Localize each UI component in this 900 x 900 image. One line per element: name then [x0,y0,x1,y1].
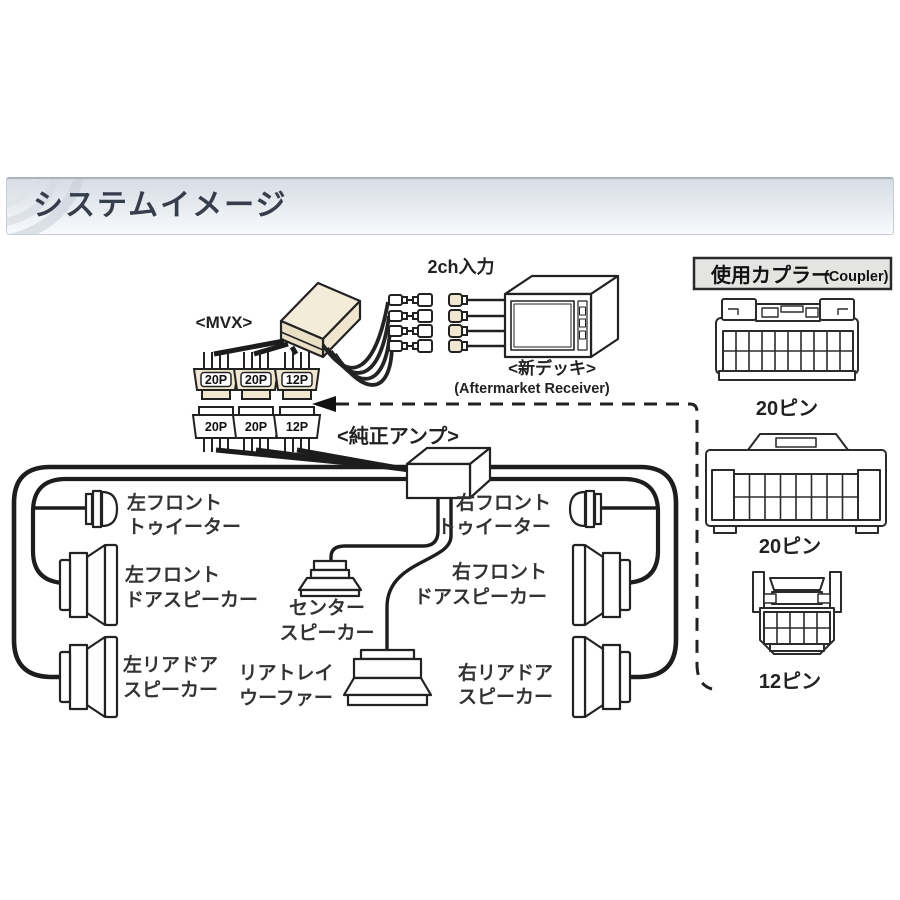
connector-row2-20p-a: 20P [191,406,241,452]
svg-text:スピーカー: スピーカー [458,686,553,708]
coupler-20pin-b [705,433,887,534]
aftermarket-receiver [503,274,620,359]
left-front-tweeter-icon [84,489,119,529]
rear-tray-woofer-icon [342,648,433,707]
right-front-tweeter-icon [568,489,603,529]
label-center-speaker: センター [289,597,365,619]
label-left-front-tweeter: 左フロント [127,491,222,514]
connector-label: 12P [286,420,308,434]
wire-inner-right [455,476,661,586]
connector-label: 20P [205,420,227,434]
speaker-labels: 左フロント トゥイーター 左フロント ドアスピーカー 左リアドア スピーカー セ… [123,491,553,709]
left-rear-door-speaker-icon [58,635,119,719]
mvx-harness [213,338,299,357]
connector-label: 20P [245,373,267,387]
receiver-sublabel: (Aftermarket Receiver) [454,381,610,397]
wave-decoration-icon [7,179,85,234]
label-right-front-door: 右フロント [451,560,547,583]
label-right-rear-door: 右リアドア [457,661,553,684]
coupler-label-12pin: 12ピン [759,670,821,693]
label-rear-tray-woofer: リアトレイ [238,663,333,684]
speaker-wiring [11,464,679,680]
amp-harness [215,447,433,477]
wire-inner-left [30,476,420,586]
section-header: システムイメージ [6,177,894,235]
wire-woofer [385,498,453,652]
coupler-label-20pin-a: 20ピン [756,397,818,420]
connector-row1-20p-a: 20P [192,352,240,400]
rca-cables [321,301,394,387]
receiver-label: <新デッキ> [508,358,596,378]
page-title: システムイメージ [33,189,288,222]
rca-connectors [388,292,509,354]
coupler-panel-title-sub: (Coupler) [824,269,889,285]
left-front-door-speaker-icon [58,543,119,627]
connector-label: 12P [286,373,308,387]
connector-row2-20p-b: 20P [231,406,281,452]
svg-text:トゥイーター: トゥイーター [127,516,241,538]
wire-center-speaker [329,498,440,563]
coupler-panel: 使用カプラー (Coupler) 20ピン [692,256,893,693]
right-front-door-speaker-icon [571,543,632,627]
connector-row2: 20P 20P 12P [191,406,322,452]
connector-row2-12p: 12P [272,406,322,452]
svg-text:トゥイーター: トゥイーター [437,516,551,538]
coupler-pointer [312,396,713,691]
input-label: 2ch入力 [427,257,494,277]
connector-label: 20P [205,373,227,387]
svg-text:スピーカー: スピーカー [123,679,218,701]
coupler-panel-title: 使用カプラー [710,263,831,287]
amp-label: <純正アンプ> [337,424,459,448]
svg-text:ウーファー: ウーファー [239,687,333,709]
svg-text:スピーカー: スピーカー [279,622,374,644]
label-left-rear-door: 左リアドア [123,653,218,676]
connector-row1-20p-b: 20P [232,352,280,400]
wire-outer-right [455,464,679,680]
mvx-label: <MVX> [196,313,253,332]
label-left-front-door: 左フロント [125,563,220,586]
wire-outer-left [11,464,420,680]
right-rear-door-speaker-icon [571,635,632,719]
connector-row1: 20P 20P 12P [192,352,321,400]
oem-amplifier [405,446,492,500]
coupler-20pin-a [715,298,859,381]
svg-text:ドアスピーカー: ドアスピーカー [125,589,258,611]
coupler-12pin [752,571,842,655]
coupler-panel-header [692,256,893,291]
arrowhead-icon [312,396,336,412]
label-right-front-tweeter: 右フロント [455,491,551,514]
center-speaker-icon [297,559,363,598]
connector-label: 20P [245,420,267,434]
connector-row1-12p: 12P [273,352,321,400]
mvx-unit [279,281,362,359]
coupler-label-20pin-b: 20ピン [759,535,821,558]
svg-text:ドアスピーカー: ドアスピーカー [414,586,547,608]
